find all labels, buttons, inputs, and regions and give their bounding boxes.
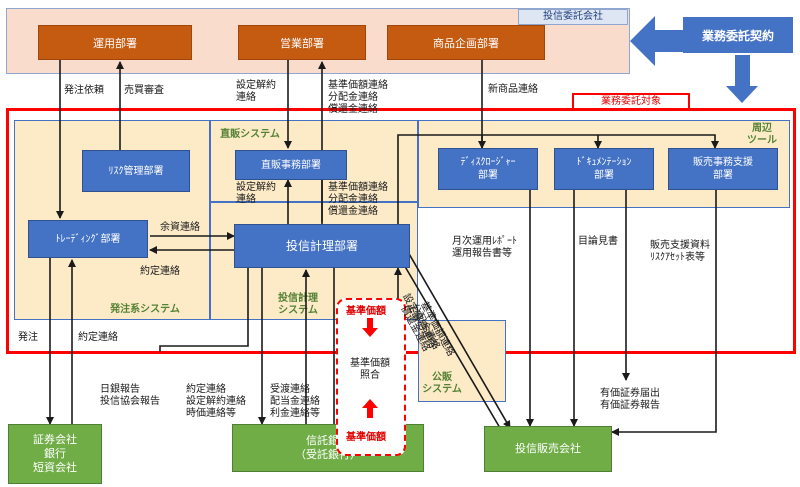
nav-check-top-label: 基準価額 bbox=[346, 306, 386, 317]
product-planning-dept: 商品企画部署 bbox=[387, 25, 545, 60]
flow-prospectus: 目論見書 bbox=[578, 236, 618, 247]
flow-new-product: 新商品連絡 bbox=[488, 84, 538, 95]
contract-box: 業務委託契約 bbox=[683, 17, 793, 53]
disclosure-dept: ﾃﾞｨｽｸﾛｰｼﾞｬｰ 部署 bbox=[438, 148, 538, 190]
flow-settlement: 受渡連絡 配当金連絡 利金連絡等 bbox=[270, 384, 320, 419]
contract-label: 業務委託契約 bbox=[701, 28, 774, 43]
zone-label-peripheral: 周辺 ツール bbox=[747, 123, 777, 146]
sales-dept: 営業部署 bbox=[238, 25, 366, 60]
nav-check-middle-label: 基準価額 照合 bbox=[350, 358, 390, 381]
flow-trade-review: 売買審査 bbox=[124, 85, 164, 96]
fund-distributor-label: 投信販売会社 bbox=[515, 442, 581, 455]
nav-check-bottom-label: 基準価額 bbox=[346, 432, 386, 443]
flow-execution-2: 約定連絡 bbox=[78, 332, 118, 343]
operations-dept: 運用部署 bbox=[38, 25, 192, 60]
flow-contract-set-1: 設定解約 連絡 bbox=[236, 80, 276, 103]
securities-company-label: 証券会社 銀行 短資会社 bbox=[33, 433, 77, 474]
fund-distributor: 投信販売会社 bbox=[484, 426, 612, 472]
flow-execution: 約定連絡 bbox=[140, 266, 180, 277]
flow-contract-set-2: 設定解約 連絡 bbox=[236, 182, 276, 205]
top-company-label: 投信委託会社 bbox=[518, 9, 628, 25]
flow-nav-contacts-2: 基準価額連絡 分配金連絡 償還金連絡 bbox=[328, 182, 388, 217]
flow-order: 発注 bbox=[18, 332, 38, 343]
product-planning-dept-label: 商品企画部署 bbox=[433, 36, 499, 50]
risk-management-dept-label: ﾘｽｸ管理部署 bbox=[108, 165, 164, 177]
zone-label-public: 公販 システム bbox=[422, 372, 462, 395]
flow-contract-multi: 約定連絡 設定解約連絡 時価連絡等 bbox=[186, 384, 246, 419]
scope-label: 業務委託対象 bbox=[572, 93, 690, 110]
documentation-dept: ﾄﾞｷｭﾒﾝﾃｰｼｮﾝ 部署 bbox=[554, 148, 654, 190]
trading-dept-label: ﾄﾚｰﾃﾞｨﾝｸﾞ部署 bbox=[55, 233, 121, 245]
documentation-dept-label: ﾄﾞｷｭﾒﾝﾃｰｼｮﾝ 部署 bbox=[576, 157, 632, 181]
flow-boj-report: 日銀報告 投信協会報告 bbox=[100, 384, 160, 407]
flow-monthly-report: 月次運用ﾚﾎﾟｰﾄ 運用報告書等 bbox=[452, 236, 517, 259]
trading-dept: ﾄﾚｰﾃﾞｨﾝｸﾞ部署 bbox=[28, 220, 148, 258]
flow-securities-filing: 有価証券届出 有価証券報告 bbox=[600, 388, 660, 411]
disclosure-dept-label: ﾃﾞｨｽｸﾛｰｼﾞｬｰ 部署 bbox=[460, 157, 516, 181]
zone-label-direct: 直販システム bbox=[220, 129, 280, 140]
fund-accounting-dept-label: 投信計理部署 bbox=[285, 238, 358, 253]
zone-label-accounting: 投信計理 システム bbox=[278, 293, 318, 316]
risk-management-dept: ﾘｽｸ管理部署 bbox=[82, 150, 190, 192]
direct-sales-office-dept-label: 直販事務部署 bbox=[261, 159, 321, 171]
flow-nav-contacts-1: 基準価額連絡 分配金連絡 償還金連絡 bbox=[328, 80, 388, 115]
operations-dept-label: 運用部署 bbox=[93, 36, 137, 50]
zone-label-order: 発注系システム bbox=[110, 304, 180, 315]
securities-company: 証券会社 銀行 短資会社 bbox=[8, 424, 102, 484]
sales-dept-label: 営業部署 bbox=[280, 36, 324, 50]
public-system-zone bbox=[418, 320, 506, 402]
fund-accounting-dept: 投信計理部署 bbox=[234, 224, 410, 268]
direct-sales-office-dept: 直販事務部署 bbox=[235, 150, 347, 180]
sales-support-dept: 販売事務支援 部署 bbox=[668, 148, 778, 190]
flow-sales-materials: 販売支援資料 ﾘｽｸｱｾｯﾄ表等 bbox=[650, 240, 710, 263]
sales-support-dept-label: 販売事務支援 部署 bbox=[693, 157, 753, 181]
flow-surplus: 余資連絡 bbox=[160, 222, 200, 233]
flow-order-request: 発注依頼 bbox=[64, 85, 104, 96]
